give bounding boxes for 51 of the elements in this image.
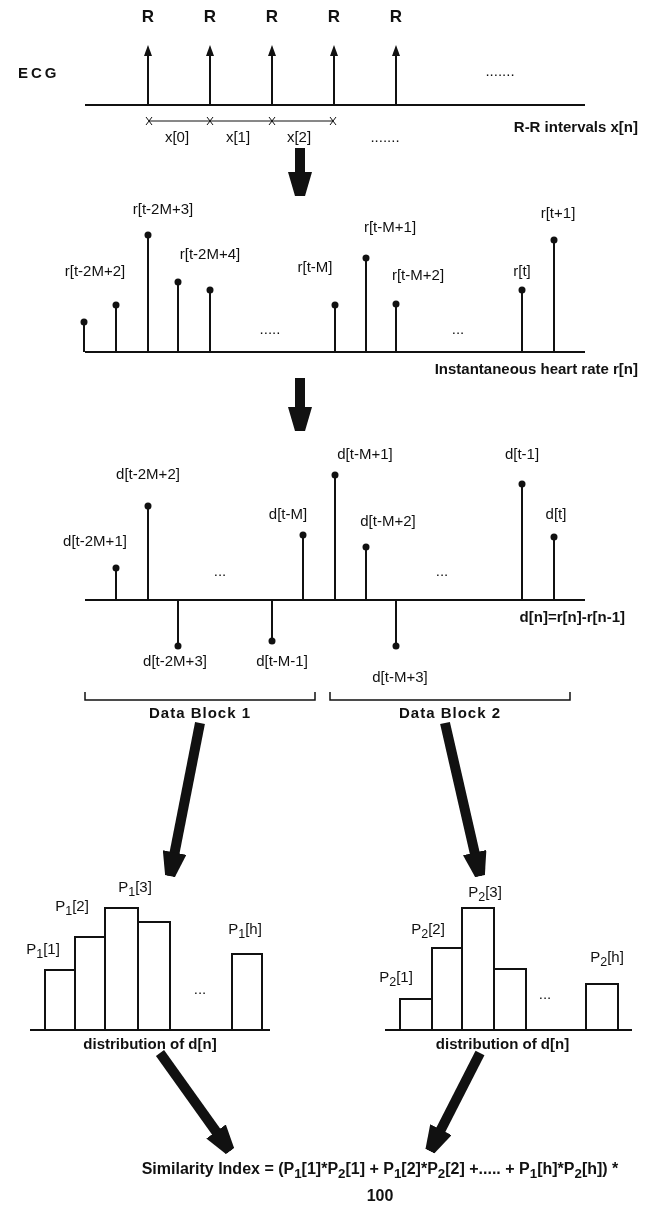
sample-label: d[t-2M+2] <box>116 465 180 483</box>
ellipsis: ... <box>435 562 449 580</box>
interval-label: x[1] <box>225 128 251 146</box>
bin-label: P$_{1}$[h] <box>228 920 262 943</box>
peak-label: R <box>141 8 155 26</box>
sample-label: r[t-2M+3] <box>132 200 194 218</box>
axis-title: R-R intervals x[n] <box>513 118 638 136</box>
sample-label: r[t-2M+2] <box>64 262 126 280</box>
bin-label: P$_{2}$[1] <box>379 968 413 991</box>
block-label: Data Block 2 <box>397 704 502 722</box>
sample-label: r[t-M] <box>297 258 333 276</box>
ellipsis: ... <box>451 320 465 338</box>
bin-label: P$_{2}$[2] <box>411 920 445 943</box>
ellipsis: ... <box>213 562 227 580</box>
sample-label: d[t-M+1] <box>337 445 393 463</box>
sample-label: d[t-M-1] <box>256 652 308 670</box>
axis-title: Instantaneous heart rate r[n] <box>434 360 638 378</box>
sample-label: d[t-2M+1] <box>63 532 127 550</box>
formula-text: Similarity Index = (P$_{1}$[1]*P$_{2}$[1] + P$_{1}$[2]*P$_{2}$[2] +..... + P$_{1}$[h]*P$_{2}$[h]) * 100 <box>120 1150 640 1212</box>
ellipsis: ....... <box>485 62 515 80</box>
axis-title: d[n]=r[n]-r[n-1] <box>519 608 625 626</box>
bin-label: P$_{1}$[1] <box>26 940 60 963</box>
axis-title: distribution of d[n] <box>82 1035 218 1053</box>
peak-label: R <box>203 8 217 26</box>
sample-label: r[t-M+2] <box>391 266 445 284</box>
peak-label: R <box>327 8 341 26</box>
sample-label: r[t-2M+4] <box>179 245 241 263</box>
sample-label: d[t] <box>545 505 567 523</box>
ellipsis: ....... <box>370 128 400 146</box>
sample-label: d[t-M] <box>268 505 308 523</box>
ellipsis: ..... <box>259 320 281 338</box>
sample-label: d[t-1] <box>504 445 540 463</box>
ellipsis: ... <box>193 980 207 998</box>
sample-label: d[t-M+3] <box>372 668 428 686</box>
ellipsis: ... <box>538 985 552 1003</box>
sample-label: d[t-M+2] <box>360 512 416 530</box>
block-label: Data Block 1 <box>147 704 252 722</box>
sample-label: r[t] <box>513 262 531 280</box>
sample-label: d[t-2M+3] <box>143 652 207 670</box>
axis-title: ECG <box>18 64 60 82</box>
interval-label: x[0] <box>164 128 190 146</box>
bin-label: P$_{2}$[h] <box>590 948 624 971</box>
sample-label: r[t-M+1] <box>363 218 417 236</box>
bin-label: P$_{2}$[3] <box>468 883 502 906</box>
bin-label: P$_{1}$[2] <box>55 897 89 920</box>
axis-title: distribution of d[n] <box>434 1035 571 1053</box>
sample-label: r[t+1] <box>540 204 576 222</box>
interval-label: x[2] <box>286 128 312 146</box>
peak-label: R <box>389 8 403 26</box>
bin-label: P$_{1}$[3] <box>118 878 152 901</box>
peak-label: R <box>265 8 279 26</box>
